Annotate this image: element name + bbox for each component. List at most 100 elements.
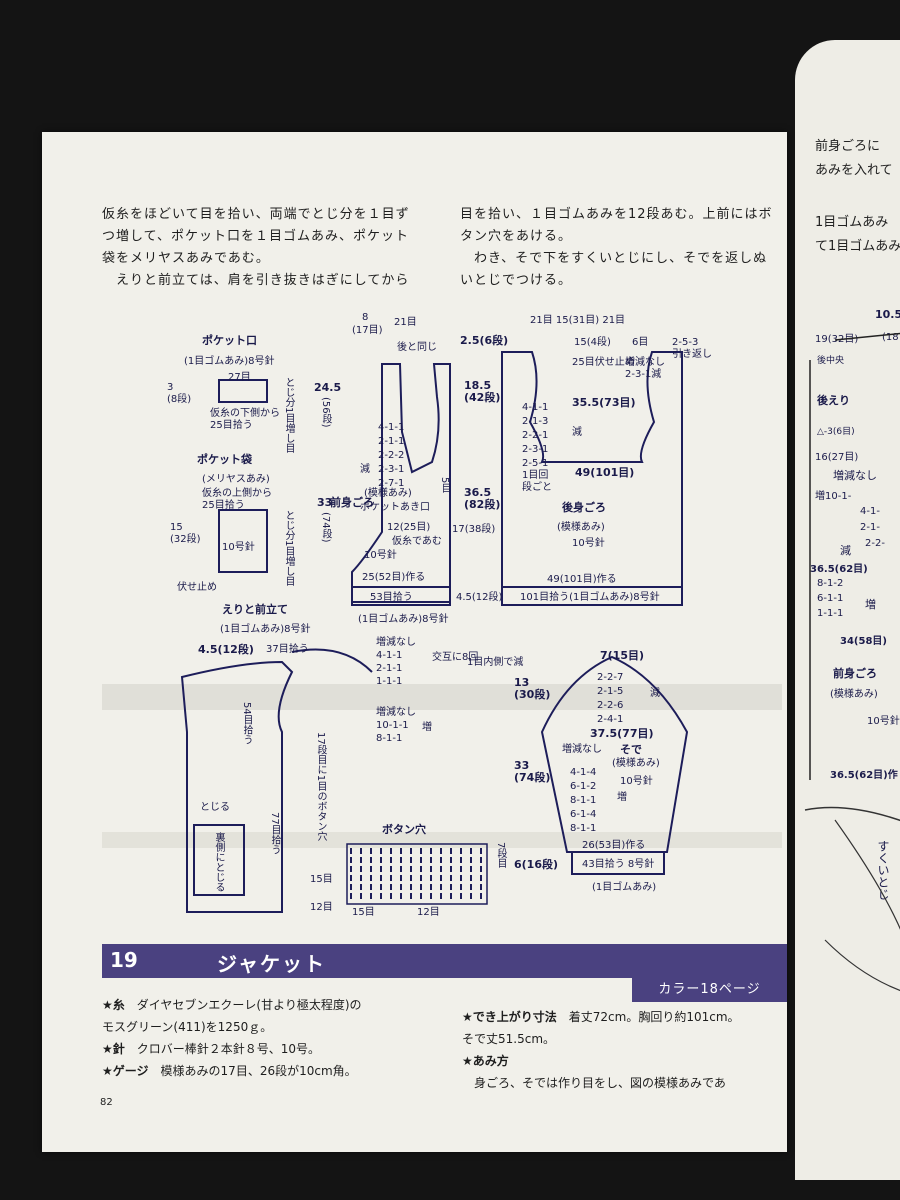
buttonhole-stitch [480,848,482,854]
front-right-rows: 5目 [439,477,450,494]
adjacent-label: 10号針 [867,716,900,727]
page-number: 82 [100,1097,113,1108]
sleeve-inc-step: 4-1-4 [570,767,597,778]
adjacent-page: 前身ごろに あみを入れて 1目ゴムあみ て1目ゴムあみ 10.5 19(32目)… [795,40,900,1180]
sleeve-needle: 10号針 [620,776,653,787]
intro-line: つ増して、ポケット口を１目ゴムあみ、ポケット [102,229,409,244]
intro-right: 目を拾い、１目ゴムあみを12段あむ。上前にはボ タン穴をあける。 わき、そで下を… [460,204,787,292]
buttonhole-stitch [460,884,462,890]
buttonhole-stitch [450,875,452,881]
buttonhole-stitch [390,848,392,854]
specs-right: ★でき上がり寸法 着丈72cm。胸回り約101cm。 そで丈51.5cm。 ★あ… [462,1006,787,1094]
buttonhole-stitch [480,884,482,890]
back-arm-dec-label: 減 [572,427,582,438]
pocket-opening-title: ポケット口 [202,334,257,347]
sleeve-cap-step: 2-2-6 [597,700,624,711]
spec-key: ★糸 [102,998,125,1012]
front-pocket-height: 17(38段) [452,524,496,535]
buttonhole-stitch [370,893,372,899]
front-height2-rows: (74段) [320,512,331,543]
buttonhole-stitch [460,866,462,872]
adjacent-page-lines [804,332,900,992]
back-rib-shape [501,586,683,606]
pocket-bag-sub: (メリヤスあみ) [202,474,270,485]
front-height1: 24.5 [314,381,342,394]
buttonhole-stitch [470,848,472,854]
color-page-ref: カラー18ページ [632,978,787,1002]
back-arm-note: 1目回 段ごと [522,470,552,493]
buttonhole-stitch [440,848,442,854]
buttonhole-chart [346,843,488,905]
intro-line: いとじでつける。 [460,273,573,288]
sleeve-inc-step: 8-1-1 [570,795,597,806]
buttonhole-stitch [420,884,422,890]
buttonhole-stitch [450,866,452,872]
back-neck-note: 25目伏せ止め [572,357,635,368]
adjacent-label: 4-1- [860,506,880,517]
pocket-bag-title: ポケット袋 [197,453,252,466]
adjacent-line: て1目ゴムあみ [815,239,900,254]
buttonhole-stitch [380,875,382,881]
buttonhole-stitch [370,857,372,863]
adjacent-label: 8-1-2 [817,578,844,589]
adjacent-label: 2-1- [860,522,880,533]
adjacent-label: 2-2- [865,538,885,549]
front-pocket-label: ポケットあき口 [360,502,430,513]
sleeve-cuff-shape [571,851,665,875]
front-height2: 33 [317,496,333,509]
spec-value: 身ごろ、そでは作り目をし、図の模様あみであ [474,1076,726,1090]
sleeve-note-b: 8-1-1 [376,733,403,744]
spec-row: モスグリーン(411)を1250ｇ。 [102,1016,462,1038]
spec-value: モスグリーン(411)を1250ｇ。 [102,1020,273,1034]
buttonhole-stitch [410,857,412,863]
front-pick-up: 53目拾う [370,592,413,603]
sleeve-note-inside: 1目内側で減 [467,657,524,668]
collar-title: えりと前立て [222,603,288,616]
intro-left: 仮糸をほどいて目を拾い、両端でとじ分を１目ず つ増して、ポケット口を１目ゴムあみ… [102,204,442,292]
buttonhole-stitch [380,893,382,899]
buttonhole-stitch [400,857,402,863]
buttonhole-stitch [360,866,362,872]
buttonhole-stitch [400,884,402,890]
buttonhole-w1: 15目 [352,907,375,918]
front-dec-step: 2-1-1 [378,436,405,447]
back-arm-dec: 2-5-1 [522,458,549,469]
front-title: 前身ごろ [330,496,374,509]
collar-button-note: 17段目に1目のボタン穴 [315,732,326,842]
sleeve-rib-height: 6(16段) [514,858,559,871]
buttonhole-stitch [460,848,462,854]
buttonhole-stitch [350,848,352,854]
buttonhole-stitch [440,884,442,890]
intro-line: わき、そで下をすくいとじにし、そでを返しぬ [460,251,768,266]
front-pattern: (模様あみ) [364,488,412,499]
buttonhole-stitch [390,884,392,890]
back-chest: 35.5(73目) [572,396,636,409]
buttonhole-stitch [440,866,442,872]
adjacent-label: 増 [865,598,876,611]
front-dec-step: 2-7-1 [378,478,405,489]
buttonhole-stitch [350,893,352,899]
back-shoulder-rows: 6目 [632,337,649,348]
pocket-opening-rows: 3 (8段) [167,382,192,405]
sleeve-note: 2-1-1 [376,663,403,674]
buttonhole-stitch [470,893,472,899]
buttonhole-stitch [400,848,402,854]
spec-value: 着丈72cm。胸回り約101cm。 [568,1010,740,1024]
pattern-page: 仮糸をほどいて目を拾い、両端でとじ分を１目ず つ増して、ポケット口を１目ゴムあみ… [42,132,787,1152]
buttonhole-stitch [380,866,382,872]
buttonhole-stitch [410,848,412,854]
spec-key: ★ゲージ [102,1064,149,1078]
buttonhole-stitch [410,875,412,881]
collar-sub: (1目ゴムあみ)8号針 [220,624,311,635]
buttonhole-w2: 12目 [417,907,440,918]
buttonhole-stitch [450,884,452,890]
sleeve-inc-step: 8-1-1 [570,823,597,834]
pocket-opening-sub: (1目ゴムあみ)8号針 [184,356,275,367]
buttonhole-stitch [440,875,442,881]
sleeve-rib: (1目ゴムあみ) [592,882,657,893]
intro-line: 目を拾い、１目ゴムあみを12段あむ。上前にはボ [460,207,773,222]
buttonhole-stitch [360,884,362,890]
front-rib-shape [351,586,451,606]
buttonhole-stitch [380,884,382,890]
back-arm-dec: 2-1-3 [522,416,549,427]
